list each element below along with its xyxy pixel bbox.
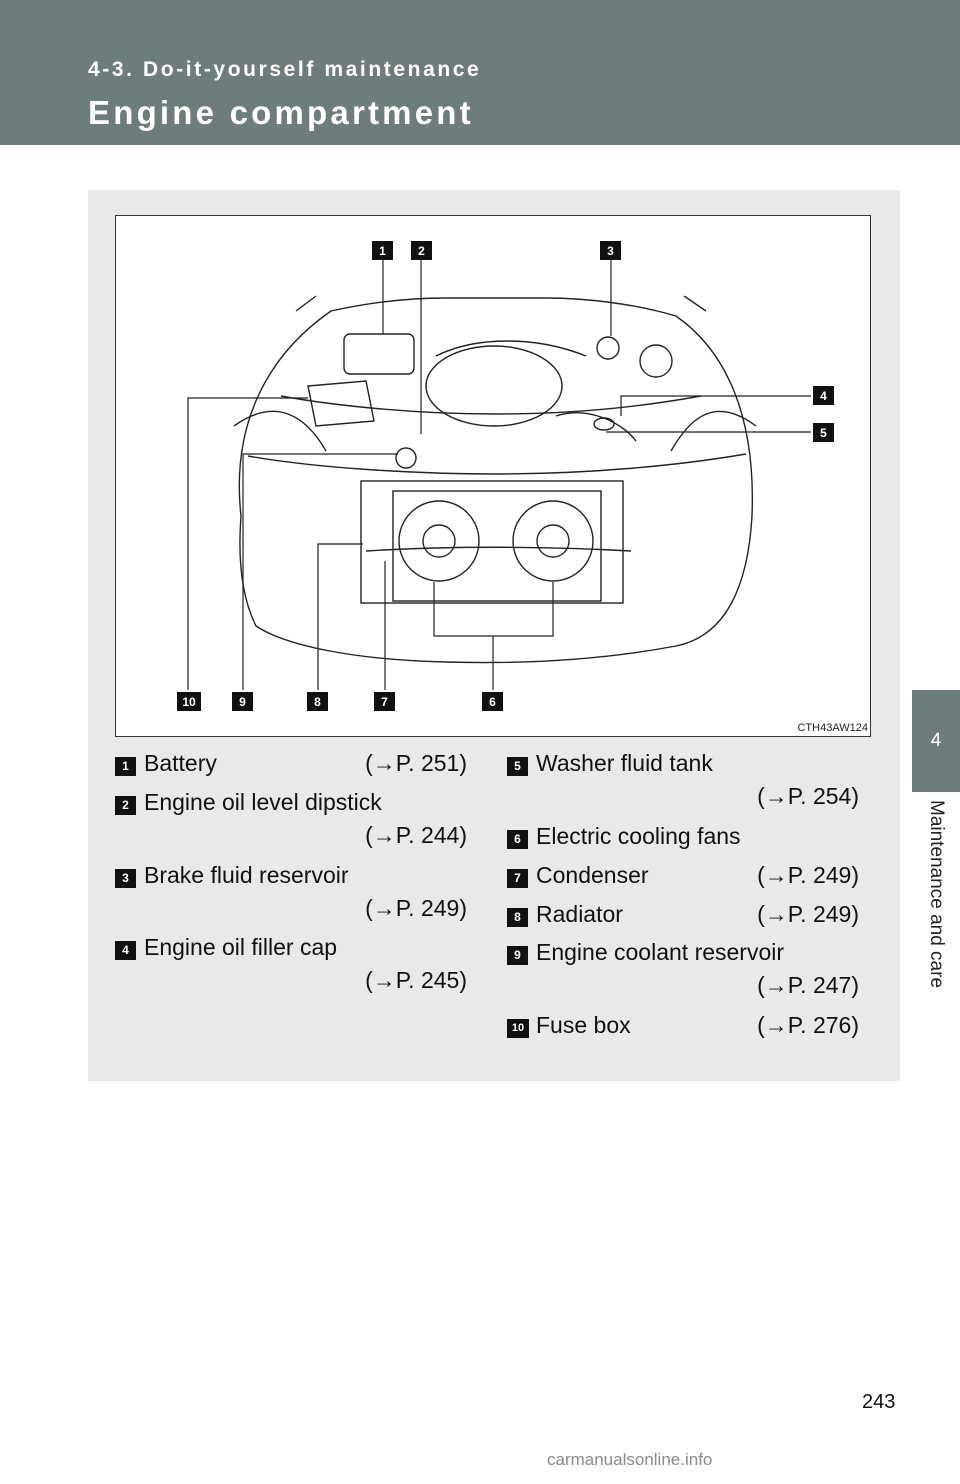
page-number: 243: [862, 1391, 896, 1413]
callout-6: [482, 692, 503, 711]
callout-9: [232, 692, 253, 711]
callout-8: [307, 692, 328, 711]
item-badge: 6: [507, 830, 528, 849]
page-reference[interactable]: (→P. 247): [757, 972, 859, 998]
callout-3-label: 3: [607, 244, 614, 258]
list-item: 8 Radiator (→P. 249): [507, 901, 859, 933]
callout-1: [372, 241, 393, 260]
item-label: Washer fluid tank: [536, 750, 713, 776]
headlight-outlines: [233, 410, 757, 452]
leader-lines: [187, 258, 811, 690]
battery-shape: [343, 333, 415, 375]
page-reference[interactable]: (→P. 245): [365, 967, 467, 993]
list-item: 3 Brake fluid reservoir (→P. 249): [115, 862, 467, 922]
page-reference[interactable]: (→P. 244): [365, 822, 467, 848]
item-badge: 5: [507, 757, 528, 776]
callout-9-label: 9: [239, 695, 246, 709]
item-badge: 10: [507, 1019, 529, 1038]
item-label: Brake fluid reservoir: [144, 862, 349, 888]
item-label: Condenser: [536, 862, 649, 888]
item-badge: 3: [115, 869, 136, 888]
chapter-tab-label-box: Maintenance and care: [912, 800, 960, 1040]
item-label: Battery: [144, 750, 217, 776]
list-item: 9 Engine coolant reservoir (→P. 247): [507, 939, 859, 999]
callout-4-label: 4: [820, 389, 827, 403]
list-item: 5 Washer fluid tank (→P. 254): [507, 750, 859, 810]
page-title: Engine compartment: [88, 94, 474, 131]
item-label: Engine oil filler cap: [144, 934, 338, 960]
hood-line: [280, 395, 702, 415]
page-reference[interactable]: (→P. 251): [365, 750, 467, 776]
callout-2: [411, 241, 432, 260]
cooling-fan-left: [398, 500, 480, 582]
washer-tank-shape: [639, 344, 673, 378]
item-badge: 7: [507, 869, 528, 888]
item-badge: 9: [507, 946, 528, 965]
list-item: 1 Battery (→P. 251): [115, 750, 467, 782]
list-item: 6 Electric cooling fans: [507, 823, 859, 855]
item-badge: 8: [507, 908, 528, 927]
item-label: Electric cooling fans: [536, 823, 741, 849]
oil-cap-shape: [593, 417, 615, 431]
engine-compartment-figure: 1 2 3 4 5 6 7 8 9 10 CTH43AW124: [115, 215, 871, 737]
list-item: 4 Engine oil filler cap (→P. 245): [115, 934, 467, 994]
radiator-shape: [360, 480, 624, 604]
section-heading: 4-3. Do-it-yourself maintenance: [88, 58, 482, 81]
page-reference[interactable]: (→P. 254): [757, 783, 859, 809]
callout-4: [813, 386, 834, 405]
callout-6-label: 6: [489, 695, 496, 709]
car-body-outline: [238, 297, 754, 664]
callout-3: [600, 241, 621, 260]
chapter-tab-number[interactable]: 4: [912, 690, 960, 792]
coolant-reservoir-shape: [395, 447, 417, 469]
page-reference[interactable]: (→P. 249): [365, 895, 467, 921]
engine-block-shape: [425, 345, 563, 427]
callout-badges: [177, 241, 834, 711]
page-reference[interactable]: (→P. 249): [757, 862, 859, 888]
page-reference[interactable]: (→P. 249): [757, 901, 859, 927]
item-badge: 1: [115, 757, 136, 776]
callout-7: [374, 692, 395, 711]
list-item: 10 Fuse box (→P. 276): [507, 1012, 859, 1044]
item-badge: 4: [115, 941, 136, 960]
page-reference[interactable]: (→P. 276): [757, 1012, 859, 1038]
chapter-tab-label: Maintenance and care: [926, 800, 947, 989]
figure-code: CTH43AW124: [797, 722, 868, 734]
fuse-box-shape: [307, 380, 375, 427]
callout-1-label: 1: [379, 244, 386, 258]
item-label: Radiator: [536, 901, 623, 927]
callout-8-label: 8: [314, 695, 321, 709]
callout-5-label: 5: [820, 426, 827, 440]
callout-5: [813, 423, 834, 442]
list-item: 2 Engine oil level dipstick (→P. 244): [115, 789, 467, 849]
item-label: Fuse box: [536, 1012, 631, 1038]
item-label: Engine oil level dipstick: [144, 789, 382, 815]
callout-2-label: 2: [418, 244, 425, 258]
cooling-fan-right: [512, 500, 594, 582]
list-item: 7 Condenser (→P. 249): [507, 862, 859, 894]
callout-10-label: 10: [182, 695, 196, 709]
item-label: Engine coolant reservoir: [536, 939, 785, 965]
item-badge: 2: [115, 796, 136, 815]
callout-10: [177, 692, 201, 711]
brake-reservoir-shape: [596, 336, 620, 360]
page-header: 4-3. Do-it-yourself maintenance Engine c…: [0, 0, 960, 145]
engine-diagram: 1 2 3 4 5 6 7 8 9 10: [177, 241, 834, 711]
callout-7-label: 7: [381, 695, 388, 709]
watermark: carmanualsonline.info: [547, 1450, 713, 1469]
